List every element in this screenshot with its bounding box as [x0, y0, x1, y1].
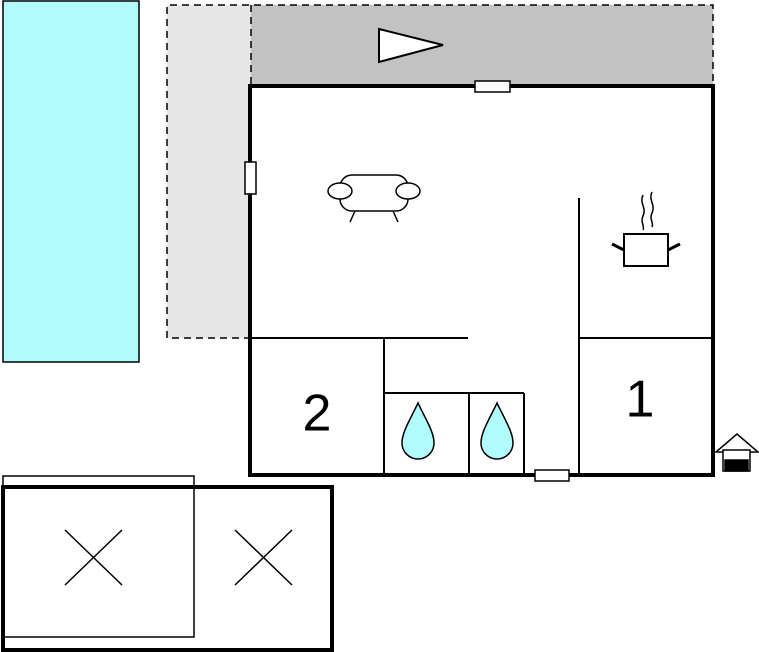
sofa-icon — [327, 174, 421, 223]
window-top — [474, 80, 511, 93]
terrace-top — [251, 5, 713, 86]
cooking-pot-icon — [611, 191, 681, 267]
water-drop-icon — [480, 401, 514, 460]
house-outline — [248, 84, 715, 477]
window-left — [244, 161, 257, 195]
carport-cross-icon — [1, 475, 334, 652]
room-label-2: 2 — [303, 385, 332, 443]
entrance-house-icon — [713, 433, 759, 472]
water-drop-icon — [401, 401, 435, 460]
terrace-outline — [166, 4, 714, 339]
room-label-1: 1 — [626, 371, 655, 429]
door-bottom — [534, 469, 570, 482]
north-arrow-icon — [378, 27, 444, 64]
terrace-left — [167, 5, 251, 338]
pool — [2, 0, 140, 363]
